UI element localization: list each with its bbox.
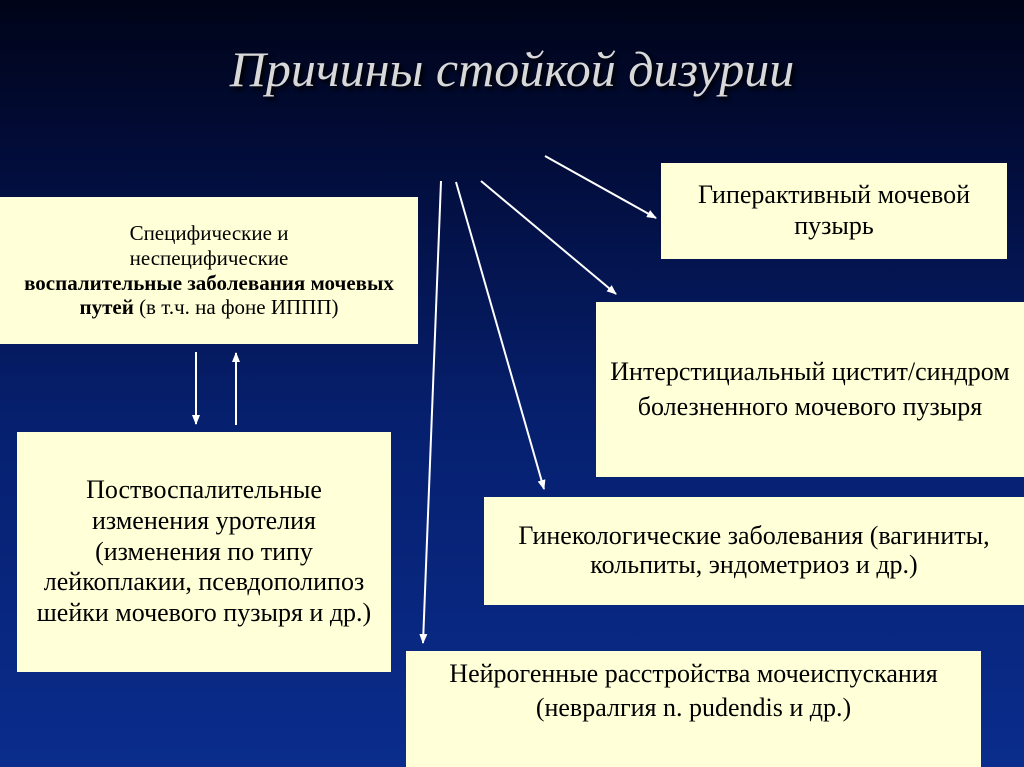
inflammatory-rest: (в т.ч. на фоне ИППП) — [133, 295, 339, 320]
inflammatory-bold: воспалительные заболевания мочевых путей — [24, 270, 394, 320]
neurogenic-disorders-box: Нейрогенные расстройства мочеиспускания … — [406, 651, 981, 767]
inflammatory-line-1: Специфические и — [129, 220, 289, 245]
arrow-to-neurogenic — [419, 180, 442, 644]
inflammatory-main: воспалительные заболевания мочевых путей… — [10, 271, 408, 321]
inflammatory-diseases-box: Специфические и неспецифические воспалит… — [0, 197, 418, 344]
overactive-bladder-text: Гиперактивный мочевой пузырь — [698, 180, 970, 240]
gynecological-diseases-box: Гинекологические заболевания (вагиниты, … — [484, 497, 1024, 605]
page-title: Причины стойкой дизурии — [229, 41, 795, 97]
inflammatory-line-2: неспецифические — [129, 245, 289, 270]
gynecological-text: Гинекологические заболевания (вагиниты, … — [518, 521, 990, 579]
arrow-to-interstitial-cystitis — [480, 180, 617, 295]
arrow-to-overactive-bladder — [544, 155, 657, 219]
interstitial-cystitis-text: Интерстициальный цистит/синдром болезнен… — [610, 357, 1010, 421]
neurogenic-text: Нейрогенные расстройства мочеиспускания … — [449, 659, 938, 722]
overactive-bladder-box: Гиперактивный мочевой пузырь — [661, 163, 1007, 259]
postinflammatory-text: Поствоспалительные изменения уротелия (и… — [36, 475, 372, 627]
interstitial-cystitis-box: Интерстициальный цистит/синдром болезнен… — [596, 302, 1024, 477]
arrow-to-gynecological — [455, 181, 546, 490]
postinflammatory-changes-box: Поствоспалительные изменения уротелия (и… — [17, 432, 391, 672]
